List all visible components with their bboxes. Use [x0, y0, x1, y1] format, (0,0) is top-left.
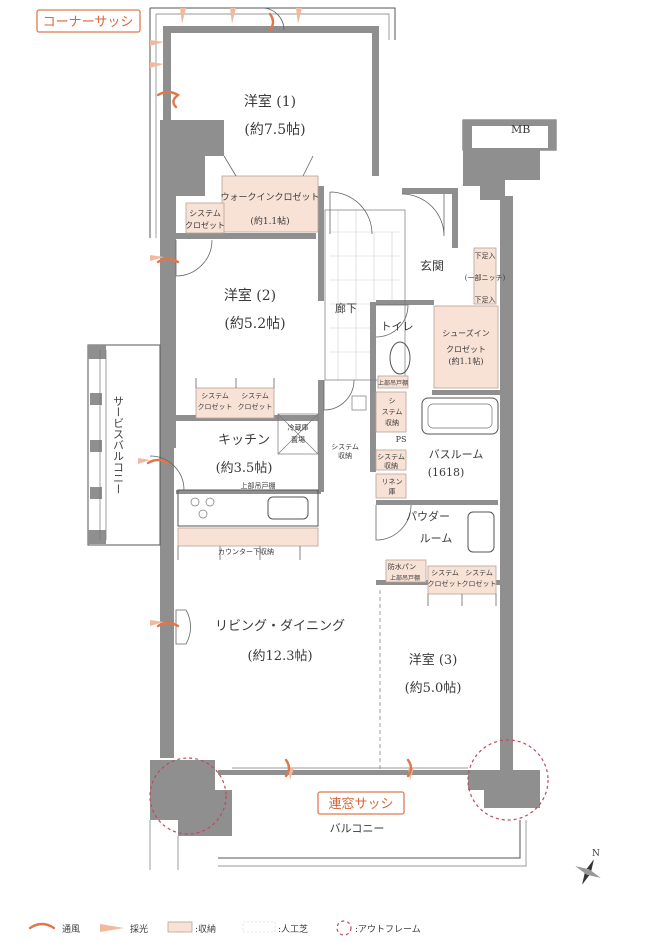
system-closet-c-line2: クロゼット	[238, 402, 273, 411]
legend-artificial-turf: :人工芝	[278, 923, 308, 935]
fridge-line1: 冷蔵庫	[288, 423, 309, 432]
daylight-legend-icon	[100, 924, 124, 932]
room2-size: (約5.2帖)	[224, 316, 285, 332]
system-closet-a-line2: クロゼット	[185, 220, 225, 230]
storage-areas	[177, 175, 499, 595]
compass-north-label: N	[592, 849, 600, 859]
bottom-balcony-rail	[149, 820, 527, 870]
system-closet-e-line1: システム	[465, 569, 493, 577]
legend-ventilation: 通風	[62, 924, 80, 935]
system-storage-2-line1: システム	[331, 443, 359, 451]
daylight-marks	[138, 8, 414, 780]
counter-storage-label: カウンター下収納	[218, 547, 274, 556]
entrance-label: 玄関	[420, 258, 444, 273]
living-name: リビング・ダイニング	[215, 619, 345, 634]
shoebox-line1: 下足入	[475, 252, 496, 260]
corridor-tiles	[324, 209, 406, 381]
kitchen-size: (約3.5帖)	[216, 461, 273, 476]
fixtures	[351, 341, 499, 553]
linen-line2: 庫	[389, 487, 396, 496]
linen-line1: リネン	[382, 478, 403, 486]
room3-name: 洋室 (3)	[409, 652, 458, 668]
shoebox-line3: 下足入	[475, 296, 496, 304]
closet-doors	[177, 378, 497, 606]
system-closet-b-line1: システム	[201, 392, 229, 400]
system-storage-1-line2: ステム	[382, 408, 403, 416]
shoes-in-closet-line1: シューズイン	[442, 328, 490, 338]
system-storage-1-line1: シ	[389, 397, 396, 405]
service-balcony-label: サービスバルコニー	[112, 395, 125, 494]
corner-sash-tag: コーナーサッシ	[36, 9, 141, 33]
room1-size: (約7.5帖)	[244, 122, 305, 138]
legend-storage: :収納	[195, 923, 216, 935]
powder-line2: ルーム	[420, 532, 453, 545]
system-closet-e-line2: クロゼット	[462, 579, 497, 588]
system-storage-3-line1: システム	[377, 453, 405, 461]
ventilation-marks	[146, 12, 413, 778]
outframe-circle-right	[467, 739, 549, 821]
turf-legend-icon	[242, 921, 276, 933]
system-closet-c-line1: システム	[241, 392, 269, 400]
system-closet-d-line1: システム	[431, 569, 459, 577]
kitchen-name: キッチン	[218, 433, 270, 448]
toilet-label: トイレ	[381, 320, 414, 333]
bath-size: (1618)	[428, 466, 465, 479]
legend: 通風 採光 :収納 :人工芝 :アウトフレーム	[28, 920, 421, 936]
system-closet-d-line2: クロゼット	[428, 579, 463, 588]
walkin-closet-label: ウォークインクロゼット	[220, 191, 319, 203]
powder-line1: パウダー	[406, 509, 450, 523]
ventilation-legend-icon	[28, 922, 56, 930]
compass-icon: N	[575, 849, 601, 885]
balcony-label: バルコニー	[330, 822, 385, 835]
fridge-line2: 置場	[291, 435, 305, 444]
renmado-sash-label: 連窓サッシ	[328, 796, 393, 812]
walls	[150, 26, 557, 836]
outframe-circle-left	[149, 757, 227, 835]
washpan-line1: 防水パン	[388, 562, 416, 571]
legend-outframe: :アウトフレーム	[355, 924, 421, 935]
room1-name: 洋室 (1)	[244, 93, 296, 110]
doors	[149, 7, 445, 645]
room-labels: MB 洋室 (1) (約7.5帖) ウォークインクロゼット (約1.1帖) シス…	[112, 93, 531, 835]
system-closet-a-line1: システム	[189, 209, 221, 218]
system-storage-1-line3: 収納	[385, 418, 399, 427]
ps-label: PS	[396, 435, 407, 444]
system-storage-2-line2: 収納	[338, 451, 352, 460]
mb-label: MB	[511, 123, 530, 136]
shoes-in-closet-line2: クロゼット	[446, 344, 486, 354]
upper-cabinet-kitchen-label: 上部吊戸棚	[241, 481, 276, 490]
washpan-line2: 上部吊戸棚	[390, 574, 420, 582]
renmado-sash-tag: 連窓サッシ	[317, 791, 405, 815]
kitchen-counter	[177, 413, 319, 527]
shoes-in-closet-line3: (約1.1帖)	[449, 356, 484, 366]
shoebox-line2: (一部ニッチ)	[465, 273, 506, 282]
corridor-label: 廊下	[335, 301, 357, 315]
walkin-closet-size: (約1.1帖)	[250, 215, 289, 227]
legend-daylight: 採光	[130, 923, 148, 935]
room3-size: (約5.0帖)	[405, 681, 462, 696]
upper-cabinet-toilet-label: 上部吊戸棚	[378, 379, 408, 387]
service-balcony	[87, 344, 161, 546]
system-storage-3-line2: 収納	[384, 461, 398, 470]
room2-name: 洋室 (2)	[224, 287, 276, 304]
storage-legend-icon	[167, 921, 193, 933]
bath-name: バスルーム	[429, 448, 484, 461]
window-lines	[232, 590, 468, 770]
outframe-legend-icon	[336, 920, 352, 936]
corner-sash-label: コーナーサッシ	[43, 15, 134, 30]
living-size: (約12.3帖)	[247, 649, 312, 664]
system-closet-b-line2: クロゼット	[198, 402, 233, 411]
